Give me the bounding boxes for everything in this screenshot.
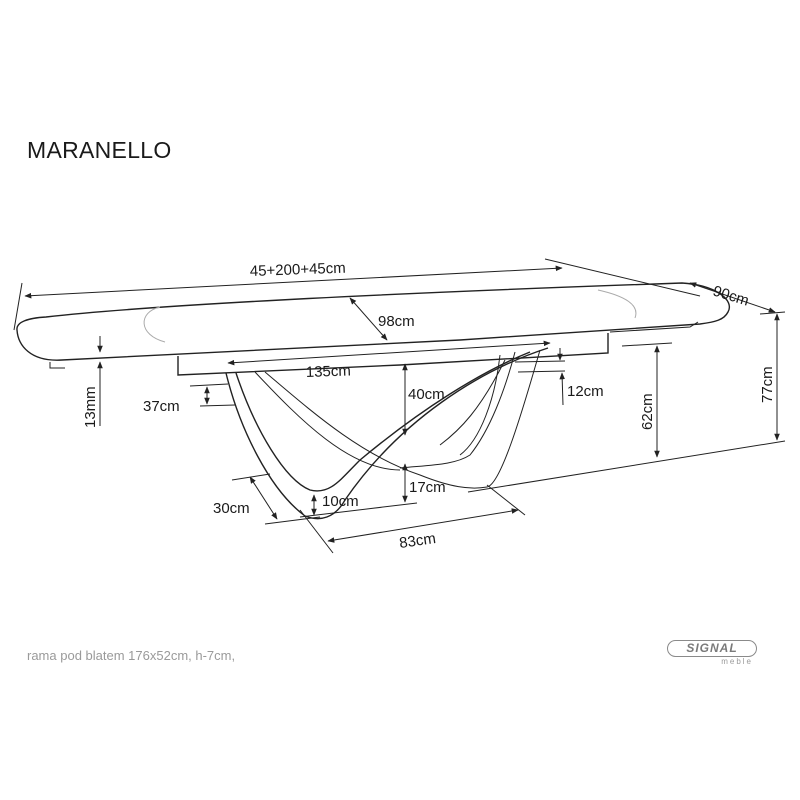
dim-37: 37cm [143, 398, 180, 415]
dim-40: 40cm [408, 386, 445, 403]
tabletop [16, 282, 731, 369]
dim-length: 45+200+45cm [250, 260, 346, 280]
dim-77: 77cm [759, 366, 776, 403]
dim-17: 17cm [409, 479, 446, 496]
dim-top-thickness: 13mm [82, 386, 99, 428]
frame [177, 333, 609, 376]
dim-83: 83cm [398, 530, 437, 552]
frame-note: rama pod blatem 176x52cm, h-7cm, [27, 648, 236, 663]
base-legs [225, 347, 549, 520]
dimension-lines [13, 258, 786, 554]
logo-sub: meble [721, 657, 753, 666]
dim-12: 12cm [567, 383, 604, 400]
dim-10: 10cm [322, 493, 359, 510]
dim-62: 62cm [639, 393, 656, 430]
product-title: MARANELLO [27, 137, 172, 163]
dim-glass: 98cm [378, 313, 415, 330]
dim-frame: 135cm [306, 362, 352, 381]
logo-name: SIGNAL [667, 640, 757, 657]
dim-30: 30cm [213, 500, 250, 517]
signal-logo: SIGNAL meble [667, 640, 759, 670]
dim-width: 90cm [711, 283, 751, 310]
